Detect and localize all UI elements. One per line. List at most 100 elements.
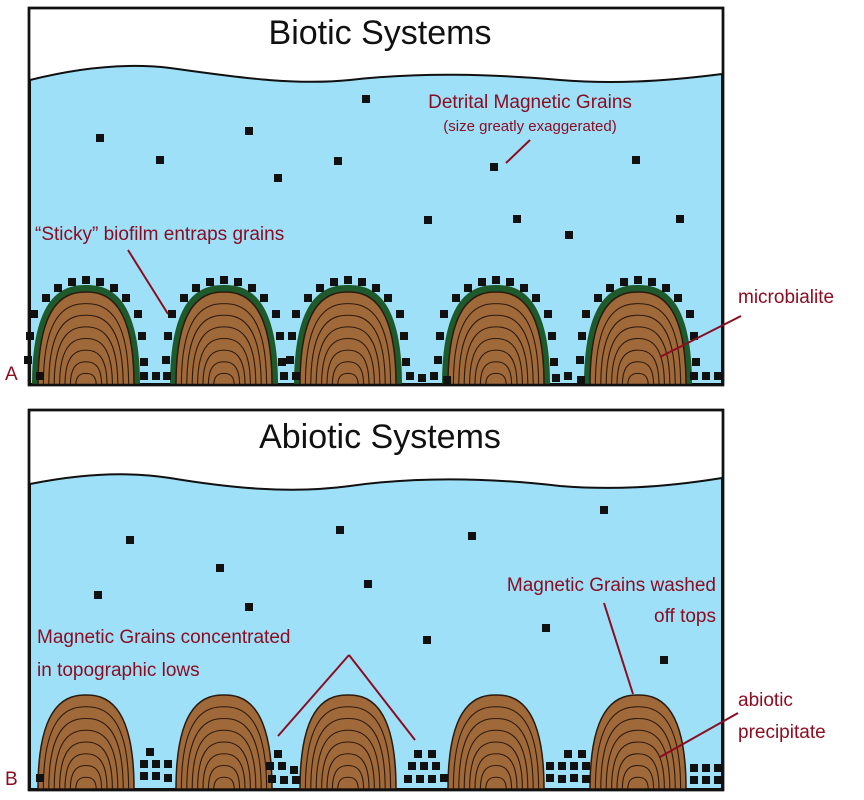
pointer-precipitate xyxy=(659,712,739,758)
magnetic-grain xyxy=(404,775,412,783)
magnetic-grain xyxy=(94,591,102,599)
magnetic-grain xyxy=(520,284,528,292)
mound-lamina xyxy=(186,314,262,386)
magnetic-grain xyxy=(248,284,256,292)
mound-lamina xyxy=(213,776,235,790)
mound-lamina xyxy=(621,764,655,790)
panel-a-title: Biotic Systems xyxy=(269,14,492,52)
magnetic-grain xyxy=(140,760,148,768)
magnetic-grain xyxy=(418,374,426,382)
mound-lamina xyxy=(605,729,671,790)
magnetic-grain xyxy=(690,776,698,784)
label-washed-off-1: Magnetic Grains washed xyxy=(507,575,716,596)
mound-lamina xyxy=(213,372,235,386)
mound-lamina xyxy=(600,717,676,790)
pointer-washed-off xyxy=(603,602,634,695)
magnetic-grain xyxy=(68,278,76,286)
magnetic-grain xyxy=(558,775,566,783)
mound-lamina xyxy=(605,326,671,386)
magnetic-grain xyxy=(216,564,224,572)
magnetic-grain xyxy=(384,294,392,302)
mound-lamina xyxy=(611,337,665,386)
magnetic-grain xyxy=(168,310,176,318)
panel-b-frame-border xyxy=(27,408,725,792)
mound-lamina xyxy=(64,753,108,790)
magnetic-grain xyxy=(152,372,160,380)
magnetic-grain xyxy=(146,748,154,756)
magnetic-grain xyxy=(416,775,424,783)
magnetic-grain xyxy=(110,284,118,292)
panel-biotic: Biotic Systems Detrital Magnetic Grains … xyxy=(5,6,834,387)
label-biofilm: “Sticky” biofilm entraps grains xyxy=(35,224,284,245)
magnetic-grain xyxy=(565,231,573,239)
magnetic-grain xyxy=(152,760,160,768)
mound-lamina xyxy=(616,753,660,790)
magnetic-grain xyxy=(288,332,296,340)
magnetic-grain xyxy=(234,278,242,286)
mound-lamina xyxy=(207,361,241,386)
magnetic-grain xyxy=(714,776,722,784)
panel-b-mounds xyxy=(37,694,687,790)
mound-lamina xyxy=(180,303,268,386)
magnetic-grain xyxy=(428,775,436,783)
magnetic-grain xyxy=(702,776,710,784)
panel-b-letter: B xyxy=(5,769,18,790)
magnetic-grain xyxy=(292,776,300,784)
magnetic-grain xyxy=(464,284,472,292)
magnetic-grain xyxy=(686,310,694,318)
mound-lamina xyxy=(479,764,513,790)
magnetic-grain xyxy=(163,372,171,380)
magnetic-grain xyxy=(690,764,698,772)
magnetic-grain xyxy=(152,772,160,780)
magnetic-grain xyxy=(362,95,370,103)
magnetic-grain xyxy=(478,278,486,286)
magnetic-grain xyxy=(490,163,498,171)
mound-lamina xyxy=(64,349,108,386)
magnetic-grain xyxy=(544,310,552,318)
mound-lamina xyxy=(48,314,124,386)
mound-lamina xyxy=(452,303,540,386)
mound-lamina xyxy=(180,706,268,790)
pointer-detrital xyxy=(505,139,531,164)
mound-lamina xyxy=(75,372,97,386)
magnetic-grain xyxy=(140,372,148,380)
mound-lamina xyxy=(53,326,119,386)
magnetic-grain xyxy=(692,358,700,366)
magnetic-grain xyxy=(276,332,284,340)
mound-lamina xyxy=(474,753,518,790)
mound-lamina xyxy=(594,303,682,386)
magnetic-grain xyxy=(330,278,338,286)
mound-lamina xyxy=(594,706,682,790)
magnetic-grain xyxy=(164,760,172,768)
mound-lamina xyxy=(321,337,375,386)
magnetic-grain xyxy=(690,372,698,380)
magnetic-grain xyxy=(552,374,560,382)
mound-lamina xyxy=(42,706,130,790)
mound-lamina xyxy=(304,706,392,790)
magnetic-grain xyxy=(492,276,500,284)
magnetic-grain xyxy=(578,332,586,340)
magnetic-grain xyxy=(570,774,578,782)
mound-lamina xyxy=(463,326,529,386)
magnetic-grain xyxy=(82,276,90,284)
magnetic-grain xyxy=(452,294,460,302)
magnetic-grain xyxy=(550,358,558,366)
magnetic-grain xyxy=(542,624,550,632)
magnetic-grain xyxy=(54,284,62,292)
magnetic-grain xyxy=(430,372,438,380)
magnetic-grain xyxy=(316,284,324,292)
mound-lamina xyxy=(452,706,540,790)
magnetic-grain xyxy=(126,536,134,544)
magnetic-grain xyxy=(138,332,146,340)
magnetic-grain xyxy=(634,276,642,284)
mound-lamina xyxy=(621,361,655,386)
magnetic-grain xyxy=(162,356,170,364)
panel-a-frame-border xyxy=(27,6,725,387)
mound-lamina xyxy=(315,729,381,790)
magnetic-grain xyxy=(336,526,344,534)
magnetic-grain xyxy=(372,284,380,292)
magnetic-grain xyxy=(570,762,578,770)
label-microbialite: microbialite xyxy=(738,287,834,308)
magnetic-grain xyxy=(546,762,554,770)
magnetic-grain xyxy=(606,284,614,292)
